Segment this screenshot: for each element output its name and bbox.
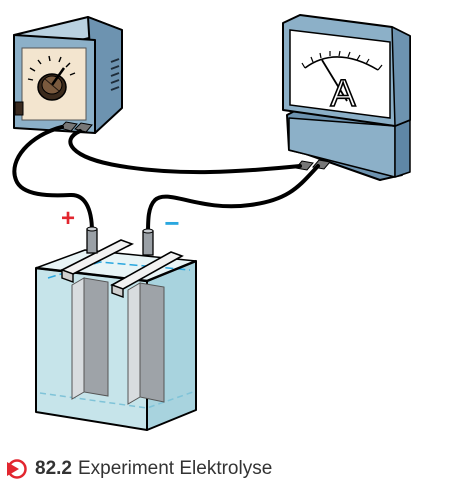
cathode-plate	[127, 282, 165, 405]
cathode-sign: −	[164, 208, 179, 238]
wire-supply-ammeter	[68, 129, 302, 175]
arrow-circle-icon	[7, 459, 27, 479]
cathode-rod	[142, 228, 154, 256]
ammeter-scale	[304, 56, 379, 71]
wires	[12, 125, 320, 236]
dial-scale	[27, 55, 76, 81]
electrolysis-cell	[35, 226, 197, 431]
ammeter-needle	[321, 59, 348, 102]
figure-caption-text: Experiment Elektrolyse	[77, 458, 273, 479]
electrode-holders	[59, 239, 184, 298]
anode-rod	[86, 226, 98, 254]
dial-knob	[37, 67, 67, 101]
power-supply	[13, 16, 123, 134]
figure-caption: 82.2 Experiment Elektrolyse	[6, 455, 272, 483]
ammeter-symbol: A	[330, 73, 356, 115]
wire-anode	[12, 125, 94, 234]
wire-cathode	[146, 164, 320, 236]
anode-plate	[71, 277, 109, 400]
figure-number: 82.2	[35, 458, 72, 479]
ammeter: A	[282, 14, 411, 181]
anode-sign: +	[61, 205, 75, 232]
power-switch	[14, 101, 24, 116]
electrolysis-diagram: A	[12, 14, 411, 431]
